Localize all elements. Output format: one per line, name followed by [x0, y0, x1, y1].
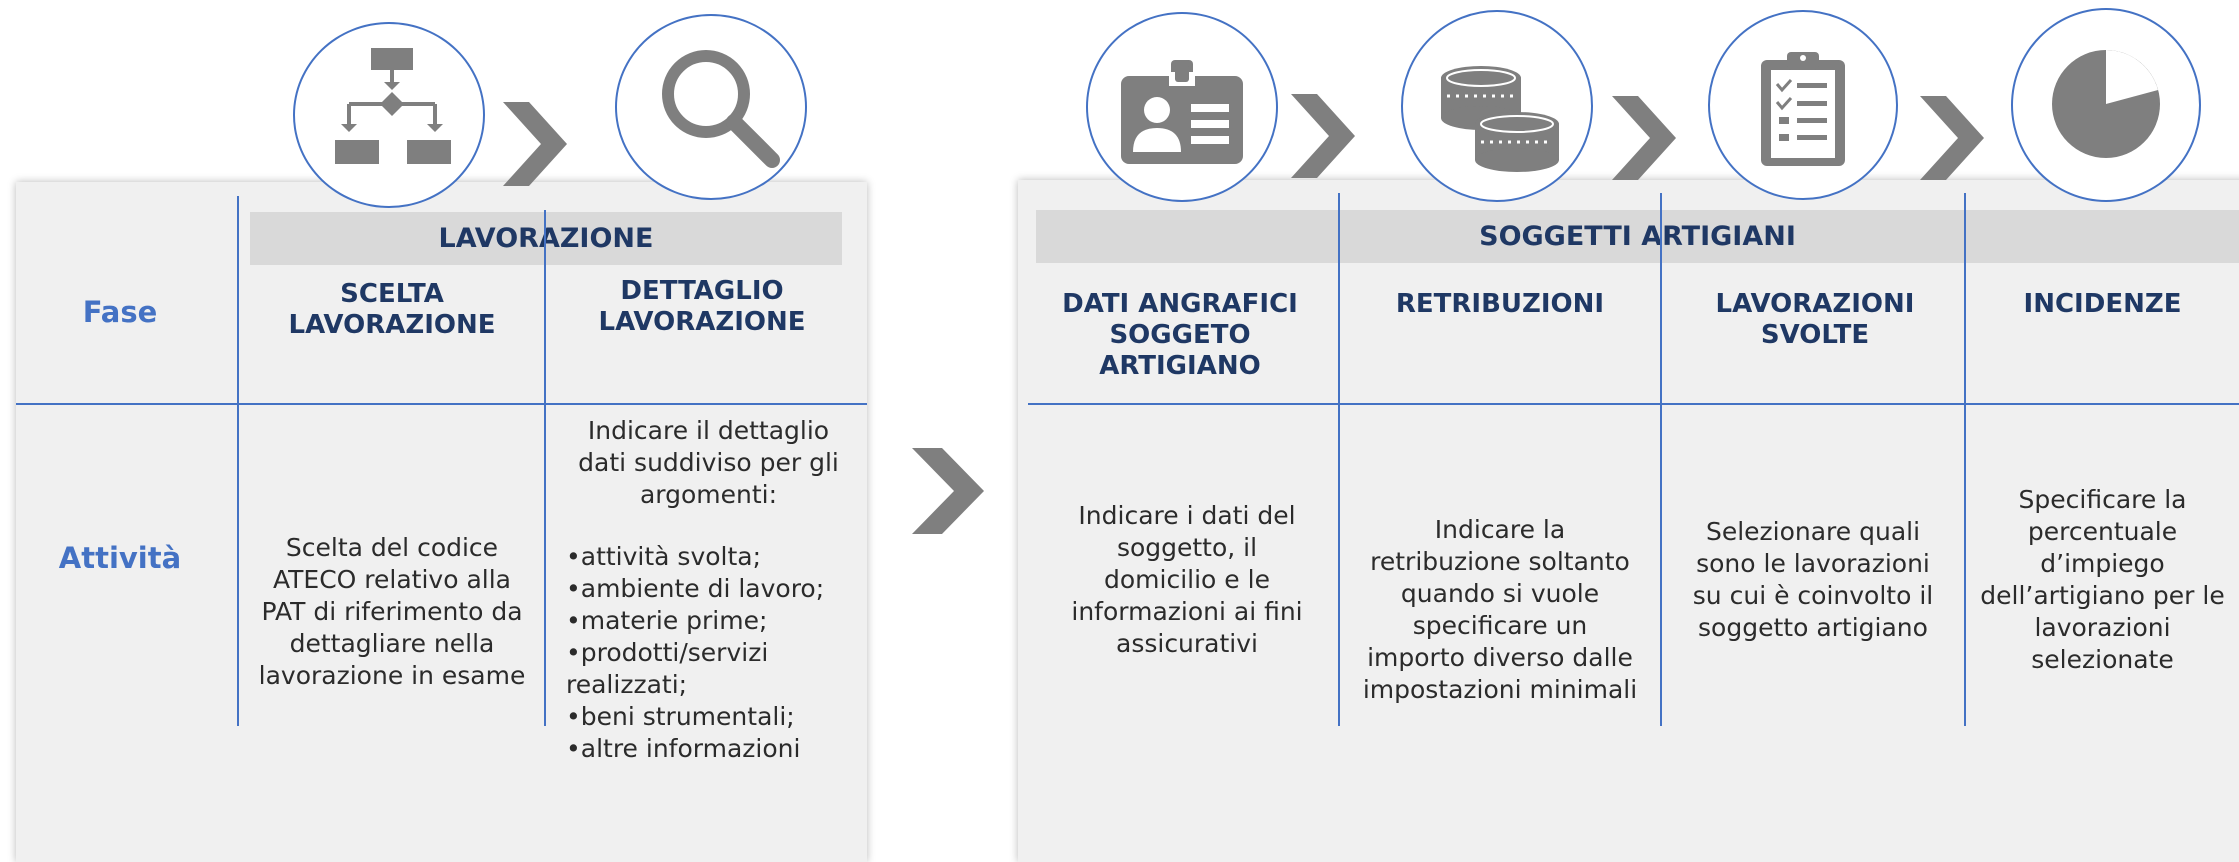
- column-header-incidenze: INCIDENZE: [2023, 289, 2182, 319]
- left-panel: [16, 182, 867, 862]
- row-label-attivita: Attività: [58, 541, 182, 575]
- chevron-right-icon: [503, 102, 567, 186]
- list-item: •altre informazioni: [566, 734, 801, 763]
- chevron-right-icon: [1612, 96, 1676, 180]
- list-item: •attività svolta;: [566, 542, 762, 571]
- right-row-divider: [1028, 403, 2239, 405]
- cell-retribuzioni: Indicare la retribuzione soltanto quando…: [1362, 515, 1638, 704]
- clipboard-checklist-icon: [1761, 52, 1845, 166]
- left-divider-1: [237, 196, 239, 726]
- cell-lavorazioni-svolte: Selezionare quali sono le lavorazioni su…: [1692, 517, 1934, 642]
- list-item: •ambiente di lavoro;: [566, 574, 825, 603]
- id-badge-icon: [1121, 60, 1243, 164]
- pie-chart-icon: [2052, 50, 2160, 158]
- chevron-right-icon: [1291, 94, 1355, 178]
- list-item: •prodotti/servizi realizzati;: [566, 638, 769, 699]
- left-divider-2: [544, 210, 546, 726]
- cell-scelta-lavorazione: Scelta del codice ATECO relativo alla PA…: [258, 533, 526, 690]
- row-label-fase: Fase: [82, 295, 158, 329]
- chevron-right-icon: [1920, 96, 1984, 180]
- left-row-divider: [16, 403, 867, 405]
- right-divider-2: [1660, 193, 1662, 726]
- column-header-lavorazioni-svolte: LAVORAZIONI SVOLTE: [1715, 289, 1915, 350]
- cell-dettaglio-lavorazione: Indicare il dettaglio dati suddiviso per…: [566, 415, 851, 775]
- right-panel: [1018, 180, 2239, 862]
- step-circle: [2011, 8, 2201, 202]
- column-header-scelta: SCELTA LAVORAZIONE: [288, 279, 496, 340]
- dettaglio-intro: Indicare il dettaglio dati suddiviso per…: [578, 416, 839, 509]
- dettaglio-list: •attività svolta; •ambiente di lavoro; •…: [566, 541, 851, 765]
- column-header-retribuzioni: RETRIBUZIONI: [1395, 289, 1605, 319]
- magnifier-icon: [662, 50, 780, 168]
- list-item: •beni strumentali;: [566, 702, 795, 731]
- coins-icon: [1441, 66, 1559, 172]
- cell-incidenze: Specificare la percentuale d’impiego del…: [1980, 485, 2225, 674]
- flowchart-icon: [335, 48, 451, 164]
- right-divider-3: [1964, 193, 1966, 726]
- right-group-header: SOGGETTI ARTIGIANI: [1036, 210, 2239, 263]
- column-header-dettaglio: DETTAGLIO LAVORAZIONE: [598, 276, 806, 337]
- step-circle: [615, 14, 807, 200]
- chevron-right-icon: [912, 448, 984, 534]
- cell-dati-anagrafici: Indicare i dati del soggetto, il domicil…: [1071, 501, 1303, 658]
- right-divider-1: [1338, 193, 1340, 726]
- left-group-header: LAVORAZIONE: [250, 212, 842, 265]
- column-header-dati-anagrafici: DATI ANGRAFICI SOGGETO ARTIGIANO: [1062, 289, 1298, 381]
- list-item: •materie prime;: [566, 606, 768, 635]
